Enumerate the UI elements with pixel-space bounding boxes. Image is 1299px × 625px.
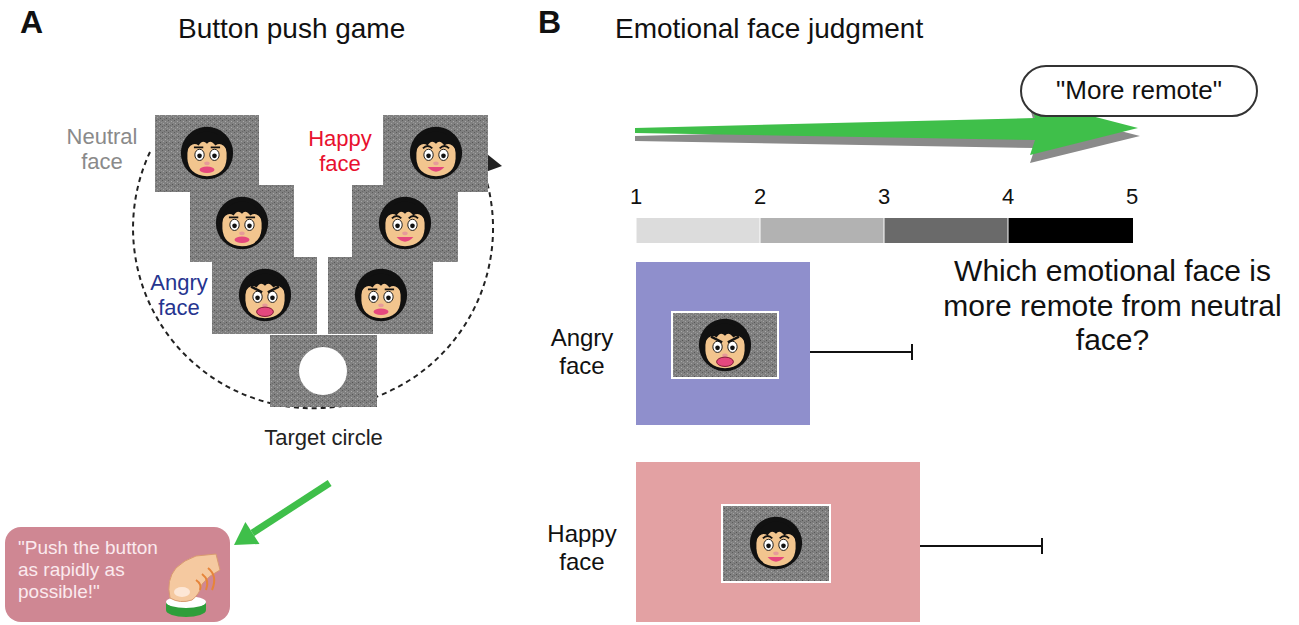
button-press-icon — [156, 550, 226, 620]
panel-letter: A — [20, 4, 60, 41]
face-label: Happy face — [296, 126, 384, 177]
panel-title: Button push game — [178, 13, 508, 45]
question-text: Which emotional face is more remote from… — [930, 254, 1295, 358]
face-label: Angry face — [138, 270, 220, 321]
instruction-box: "Push the button as rapidly as possible!… — [5, 527, 230, 622]
node-text: "More remote" — [1056, 76, 1222, 106]
green-arrow — [234, 483, 330, 545]
node-text: "Push the button as rapidly as possible!… — [18, 537, 168, 603]
scale-number: 4 — [993, 184, 1023, 209]
face-label: Neutral face — [48, 124, 156, 175]
bar-label: Angry face — [536, 324, 628, 379]
node-text: Target circle — [262, 425, 385, 450]
scale-number: 2 — [745, 184, 775, 209]
panel-letter: B — [538, 4, 578, 41]
scale-number: 3 — [869, 184, 899, 209]
speech-bubble: "More remote" — [1020, 65, 1258, 117]
target-card: Target circle — [262, 333, 385, 481]
scale-number: 5 — [1117, 184, 1147, 209]
bar-label: Happy face — [536, 520, 628, 575]
scale-number: 1 — [621, 184, 651, 209]
panel-title: Emotional face judgment — [615, 13, 1075, 45]
